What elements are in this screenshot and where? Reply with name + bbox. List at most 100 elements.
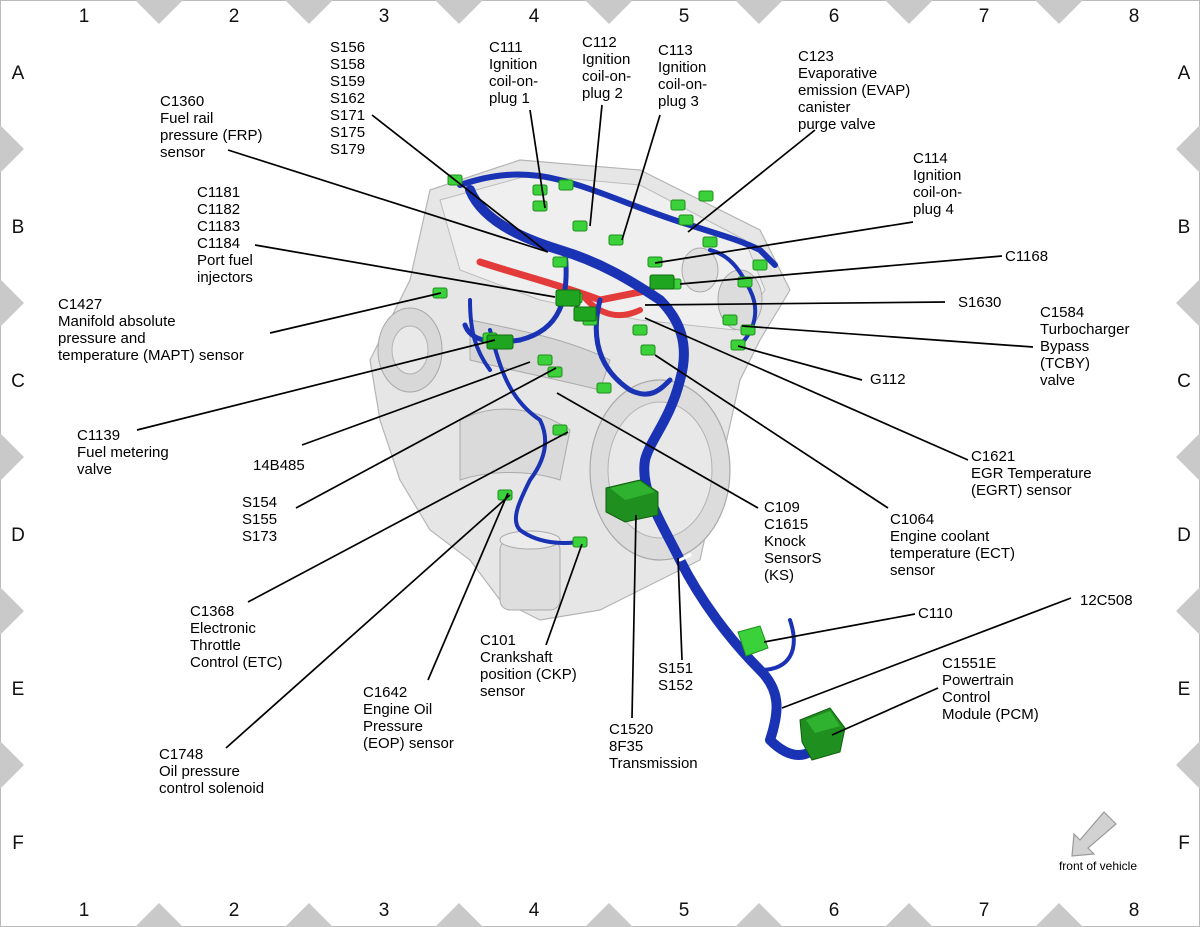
leader-line <box>556 392 759 509</box>
leader-line <box>654 221 914 264</box>
connector-plug <box>532 184 548 196</box>
callout-line: canister <box>798 99 851 116</box>
callout-line: S171 <box>330 107 365 124</box>
callout-line: plug 2 <box>582 85 623 102</box>
grid-column-label: 3 <box>379 900 390 921</box>
connector-plug <box>670 199 686 211</box>
grid-marker <box>735 903 783 927</box>
leader-line <box>227 149 549 253</box>
callout-line: Engine coolant <box>890 528 990 545</box>
callout-line: plug 1 <box>489 90 530 107</box>
connector-plug <box>649 274 675 290</box>
callout-line: S152 <box>658 677 693 694</box>
grid-marker <box>1176 433 1200 481</box>
callout-line: C1520 <box>609 721 653 738</box>
callout-line: (EGRT) sensor <box>971 482 1072 499</box>
callout-14b485: 14B485 <box>253 457 305 474</box>
leader-line <box>679 255 1003 285</box>
leader-line <box>269 292 442 334</box>
callout-line: Module (PCM) <box>942 706 1039 723</box>
connector-plug <box>596 382 612 394</box>
callout-line: C1360 <box>160 93 204 110</box>
callout-line: EGR Temperature <box>971 465 1092 482</box>
connector-plug <box>572 536 588 548</box>
front-of-vehicle-label: front of vehicle <box>1059 859 1137 873</box>
grid-row-label: C <box>11 371 25 392</box>
grid-column-label: 1 <box>79 6 90 27</box>
grid-row-label: D <box>11 525 25 546</box>
grid-column-label: 1 <box>79 900 90 921</box>
callout-line: sensor <box>890 562 935 579</box>
callout-line: Powertrain <box>942 672 1014 689</box>
connector-plug <box>573 306 597 322</box>
callout-line: C1615 <box>764 516 808 533</box>
grid-marker <box>135 903 183 927</box>
callout-line: S179 <box>330 141 365 158</box>
callout-line: coil-on- <box>913 184 962 201</box>
callout-line: control solenoid <box>159 780 264 797</box>
callout-line: C1584 <box>1040 304 1084 321</box>
connector-plug <box>552 256 568 268</box>
leader-line <box>589 104 603 227</box>
callout-line: Control (ETC) <box>190 654 283 671</box>
front-of-vehicle-indicator: front of vehicle <box>1059 811 1137 873</box>
callout-line: C1368 <box>190 603 234 620</box>
callout-line: temperature (MAPT) sensor <box>58 347 244 364</box>
leader-line <box>254 244 556 298</box>
callout-line: C1183 <box>197 218 240 235</box>
grid-column-label: 2 <box>229 6 240 27</box>
connector-plug <box>678 214 694 226</box>
callout-line: C1139 <box>77 427 120 444</box>
leader-line <box>831 687 939 736</box>
leader-line <box>644 317 969 461</box>
callout-line: Bypass <box>1040 338 1089 355</box>
leader-line <box>644 301 946 306</box>
connector-c1551e <box>799 707 846 761</box>
grid-column-label: 7 <box>979 6 990 27</box>
callout-line: G112 <box>870 371 906 388</box>
grid-row-label: D <box>1177 525 1191 546</box>
callout-line: S173 <box>242 528 277 545</box>
grid-marker <box>1176 741 1200 789</box>
callout-line: C1181 <box>197 184 240 201</box>
callout-line: S175 <box>330 124 365 141</box>
callout-line: (KS) <box>764 567 794 584</box>
grid-marker <box>0 433 24 481</box>
callout-line: C112 <box>582 34 617 51</box>
leader-line <box>295 367 557 509</box>
callout-line: Fuel rail <box>160 110 213 127</box>
grid-row-label: A <box>12 63 25 84</box>
callout-c110: C110 <box>918 605 953 622</box>
callout-line: C110 <box>918 605 953 622</box>
grid-marker <box>885 903 933 927</box>
connector-plug <box>730 339 746 351</box>
callout-line: Port fuel <box>197 252 253 269</box>
callout-line: Electronic <box>190 620 256 637</box>
leader-line <box>737 345 863 381</box>
callout-line: S154 <box>242 494 277 511</box>
grid-marker <box>0 741 24 789</box>
grid-marker <box>1176 279 1200 327</box>
grid-marker <box>1035 903 1083 927</box>
callout-line: C101 <box>480 632 516 649</box>
leader-line <box>621 114 661 241</box>
grid-column-label: 6 <box>829 6 840 27</box>
leader-line <box>427 492 509 681</box>
grid-column-label: 3 <box>379 6 390 27</box>
callout-line: C1621 <box>971 448 1015 465</box>
grid-column-label: 5 <box>679 900 690 921</box>
callout-line: Ignition <box>658 59 706 76</box>
callout-line: plug 4 <box>913 201 954 218</box>
connector-plug <box>722 314 738 326</box>
grid-marker <box>285 0 333 24</box>
leader-line <box>687 129 816 233</box>
callout-line: Control <box>942 689 990 706</box>
callout-line: 12C508 <box>1080 592 1133 609</box>
